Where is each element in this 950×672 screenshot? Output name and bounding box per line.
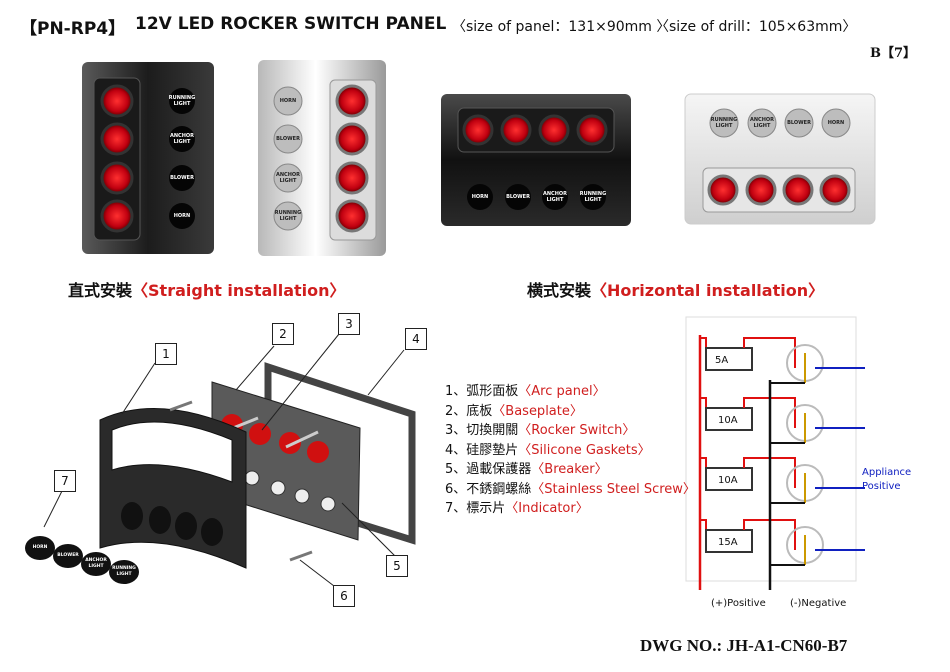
switch-label: HORN xyxy=(32,545,48,550)
legend-cn: 5、過載保護器 xyxy=(445,462,532,477)
page-mark: B【7】 xyxy=(870,46,917,61)
switch-label: HORN xyxy=(279,98,297,104)
legend-item: 4、硅膠墊片〈Silicone Gaskets〉 xyxy=(445,441,696,461)
caption-horizontal: 横式安裝〈Horizontal installation〉 xyxy=(527,277,824,301)
positive-label: (+)Positive xyxy=(711,598,766,609)
callout-2: 2 xyxy=(272,323,294,345)
callout-3: 3 xyxy=(338,313,360,335)
legend-en: 〈Stainless Steel Screw〉 xyxy=(531,481,696,497)
dark-horizontal-panel xyxy=(441,94,631,226)
switch-label: BLOWER xyxy=(506,194,530,200)
switch-label: BLOWER xyxy=(170,175,194,181)
switch-label: HORN xyxy=(173,213,191,219)
legend-en: 〈Baseplate〉 xyxy=(492,403,583,419)
caption-straight: 直式安裝〈Straight installation〉 xyxy=(68,277,346,301)
switch-label: BLOWER xyxy=(57,553,79,558)
panel-size: 〈size of panel：131×90mm 〉 xyxy=(452,19,671,35)
switch-label: ANCHOR LIGHT xyxy=(169,133,194,145)
legend-cn: 3、切換開關 xyxy=(445,423,519,438)
breaker-label: 15A xyxy=(718,537,738,548)
legend-item: 1、弧形面板〈Arc panel〉 xyxy=(445,382,696,402)
legend-en: 〈Arc panel〉 xyxy=(518,384,606,399)
switch-label: BLOWER xyxy=(787,120,811,126)
silver-horizontal-panel xyxy=(684,93,876,225)
legend-cn: 1、弧形面板 xyxy=(445,384,519,399)
callout-4: 4 xyxy=(405,328,427,350)
switch-label: HORN xyxy=(471,194,489,200)
switch-label: HORN xyxy=(827,120,845,126)
legend-item: 5、過載保護器〈Breaker〉 xyxy=(445,460,696,480)
legend-en: 〈Silicone Gaskets〉 xyxy=(518,442,651,458)
drawing-number: DWG NO.: JH-A1-CN60-B7 xyxy=(640,636,848,655)
switch-label: RUNNING LIGHT xyxy=(274,210,302,222)
negative-label: (-)Negative xyxy=(790,598,847,609)
switch-label: ANCHOR LIGHT xyxy=(85,558,107,569)
parts-legend: 1、弧形面板〈Arc panel〉 2、底板〈Baseplate〉 3、切換開關… xyxy=(445,382,696,519)
drill-size: 〈size of drill：105×63mm〉 xyxy=(655,19,857,35)
legend-en: 〈Rocker Switch〉 xyxy=(518,423,636,438)
legend-cn: 2、底板 xyxy=(445,403,493,419)
legend-item: 3、切換開關〈Rocker Switch〉 xyxy=(445,421,696,441)
legend-cn: 7、標示片 xyxy=(445,501,506,516)
model-code: 【PN-RP4】 xyxy=(20,19,126,39)
legend-item: 6、不銹鋼螺絲〈Stainless Steel Screw〉 xyxy=(445,480,696,500)
switch-label: ANCHOR LIGHT xyxy=(749,117,774,129)
appliance-line2: Positive xyxy=(862,481,901,492)
legend-cn: 4、硅膠墊片 xyxy=(445,442,519,458)
switch-label: ANCHOR LIGHT xyxy=(542,191,567,203)
switch-label: RUNNING LIGHT xyxy=(710,117,738,129)
breaker-label: 5A xyxy=(715,355,729,366)
page-title: 12V LED ROCKER SWITCH PANEL xyxy=(135,14,447,34)
callout-1: 1 xyxy=(155,343,177,365)
legend-item: 2、底板〈Baseplate〉 xyxy=(445,402,696,422)
switch-label: RUNNING LIGHT xyxy=(168,95,196,107)
dark-vertical-panel xyxy=(82,62,214,254)
switch-label: RUNNING LIGHT xyxy=(579,191,607,203)
callout-5: 5 xyxy=(386,555,408,577)
caption-horizontal-cn: 横式安裝 xyxy=(527,281,592,300)
appliance-positive-label: Appliance Positive xyxy=(862,466,911,494)
callout-7: 7 xyxy=(54,470,76,492)
legend-en: 〈Indicator〉 xyxy=(505,501,589,516)
wiring-diagram xyxy=(685,316,865,590)
legend-cn: 6、不銹鋼螺絲 xyxy=(445,481,532,497)
legend-en: 〈Breaker〉 xyxy=(531,462,608,477)
switch-label: BLOWER xyxy=(276,136,300,142)
exploded-view xyxy=(25,333,416,587)
silver-vertical-panel xyxy=(258,60,386,256)
switch-label: ANCHOR LIGHT xyxy=(275,172,300,184)
caption-horizontal-en: 〈Horizontal installation〉 xyxy=(591,281,825,300)
callout-6: 6 xyxy=(333,585,355,607)
breaker-label: 10A xyxy=(718,475,738,486)
caption-straight-en: 〈Straight installation〉 xyxy=(132,281,346,300)
caption-straight-cn: 直式安裝 xyxy=(68,281,133,300)
appliance-line1: Appliance xyxy=(862,467,912,478)
legend-item: 7、標示片〈Indicator〉 xyxy=(445,499,696,519)
breaker-label: 10A xyxy=(718,415,738,426)
switch-label: RUNNING LIGHT xyxy=(112,566,136,577)
